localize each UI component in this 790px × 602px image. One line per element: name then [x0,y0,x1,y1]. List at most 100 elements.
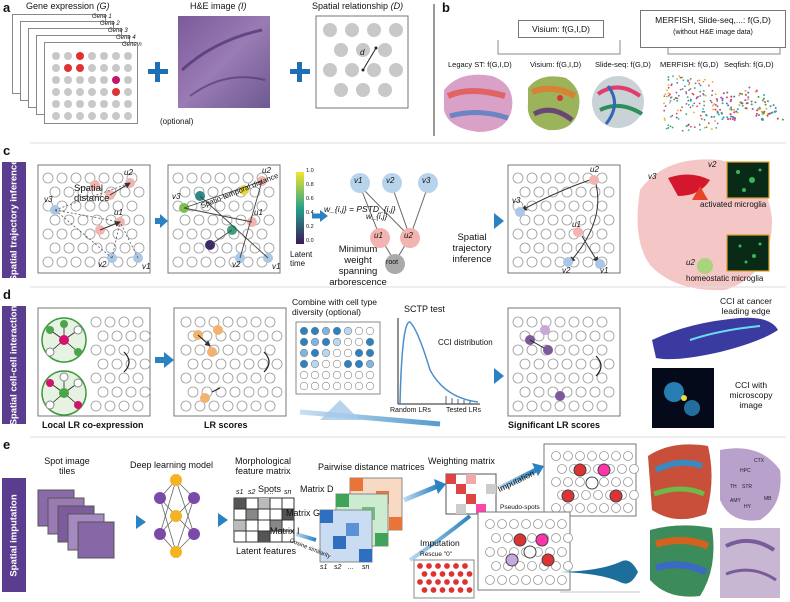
merfish-point [703,126,706,129]
sctp-label: SCTP test [404,304,445,314]
grid-spot [250,372,262,384]
grid-spot [139,330,151,342]
grid-spot [187,386,199,398]
grid-spot [229,358,241,370]
grid-spot [104,316,116,328]
merfish-point [685,92,688,95]
brain-label-v2: v2 [708,160,717,169]
grid-spot [56,256,68,268]
grid-spot [582,200,594,212]
merfish-point [667,126,670,129]
merfish-point [703,110,706,113]
latent-features-label: Latent features [236,546,297,556]
grid-spot [582,256,594,268]
seqfish-point [721,99,724,102]
diversity-spot [365,359,375,369]
imputed-spot [513,533,527,547]
grid-spot [104,400,116,412]
grid-spot [557,547,567,557]
diversity-spot [332,370,342,380]
merfish-point [709,99,712,102]
grid-spot [430,587,437,593]
panel-label-e: e [3,437,11,452]
grid-spot [485,547,495,557]
label-v1-c3: v1 [600,266,609,275]
grid-spot [554,344,566,356]
colorbar-tick: 0.8 [306,182,314,188]
merfish-point [710,101,713,104]
grid-spot [611,477,621,487]
label-u2-c1: u2 [124,168,133,177]
local-lr-label: Local LR co-expression [42,420,144,430]
grid-spot [435,563,441,569]
grid-spot [118,400,130,412]
grid-spot [49,242,61,254]
weighting-matrix [445,473,497,515]
grid-spot [519,186,531,198]
grid-spot [515,561,525,571]
grid-spot [186,172,198,184]
diversity-spot [354,370,364,380]
diversity-spot [321,381,331,391]
seqfish-point [771,111,774,114]
grid-spot [554,316,566,328]
grid-spot [133,186,145,198]
grid-spot [533,519,543,529]
grid-spot [56,228,68,240]
grid-spot [527,561,537,571]
diversity-spot [343,359,353,369]
grid-spot [77,242,89,254]
weighting-matrix-label: Weighting matrix [428,456,495,466]
grid-spot [485,519,495,529]
grid-spot [526,228,538,240]
grid-spot [547,186,559,198]
legacy-st-map [444,74,513,132]
grid-spot [519,358,531,370]
colorbar-tick: 1.0 [306,168,314,174]
grid-spot [611,503,621,513]
grid-spot [222,344,234,356]
seqfish-point [745,107,748,110]
grid-spot [623,503,633,513]
grid-spot [554,372,566,384]
merfish-point [668,101,671,104]
grid-spot [596,316,608,328]
diversity-spot [332,359,342,369]
grid-spot [596,344,608,356]
seqfish-point [769,105,772,108]
seqfish-point [747,96,750,99]
seqfish-point [761,99,764,102]
diversity-spot [299,348,309,358]
merfish-point [667,124,670,127]
diversity-spot [354,381,364,391]
plus-icon-1 [148,62,168,82]
grid-spot [417,563,423,569]
grid-spot [84,228,96,240]
seqfish-point [744,89,747,92]
merfish-point [672,75,674,78]
imputed-spot [505,553,519,567]
merfish-point [682,79,685,82]
merfish-point [712,104,714,107]
seqfish-point [717,113,720,116]
diversity-spot [365,326,375,336]
merfish-point [679,76,682,79]
grid-spot [582,344,594,356]
grid-spot [568,172,580,184]
merfish-point [710,128,713,130]
merfish-point [676,99,679,102]
seqfish-point [761,117,764,120]
merfish-point [684,85,686,88]
plus-icon-2 [290,62,310,82]
label-v3-c2: v3 [172,192,181,201]
merfish-point [711,80,714,83]
seqfish-point [733,111,736,114]
grid-spot [126,200,138,212]
merfish-point [676,109,679,112]
grid-spot [172,256,184,268]
grid-spot [596,400,608,412]
grid-spot [186,228,198,240]
grid-spot [561,242,573,254]
grid-spot [519,386,531,398]
diversity-spot [299,370,309,380]
